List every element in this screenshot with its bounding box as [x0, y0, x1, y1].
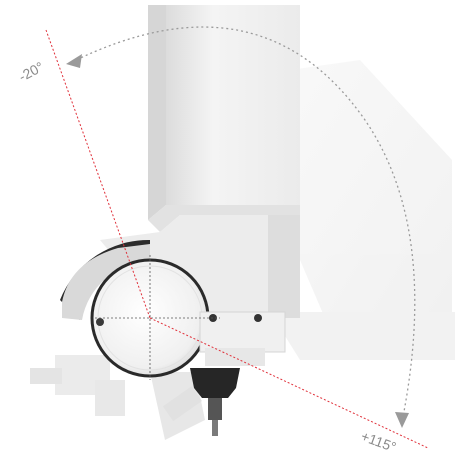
ghost-spindle-left: [30, 355, 125, 416]
ghost-tilted-head: [30, 60, 455, 440]
reference-lines: [45, 29, 429, 449]
tool-holder: [190, 368, 240, 398]
spindle-nose: [205, 348, 265, 366]
ghost-spindle-diagonal: [150, 372, 205, 440]
lower-housing-side: [268, 215, 300, 318]
column-front-face: [166, 5, 300, 205]
housing-bolt-b: [254, 314, 262, 322]
column-bevel: [148, 205, 300, 232]
arrowhead-top-icon: [66, 54, 82, 68]
reference-line-plus115: [149, 317, 429, 449]
drum-crosshair: [95, 255, 220, 380]
drum-bolt-left: [96, 318, 104, 326]
ghost-base-plate: [270, 312, 455, 360]
tool-shank: [208, 398, 222, 420]
angle-label-max: +115°: [359, 428, 398, 455]
angle-label-min: -20°: [16, 58, 46, 84]
arrowhead-bottom-icon: [395, 412, 409, 428]
column-left-face: [148, 5, 166, 220]
spindle-assembly: [190, 311, 286, 436]
swivel-range-arc: [71, 26, 416, 423]
tool-tip: [212, 420, 218, 436]
ghost-column: [290, 60, 452, 330]
reference-line-minus20: [45, 29, 151, 319]
